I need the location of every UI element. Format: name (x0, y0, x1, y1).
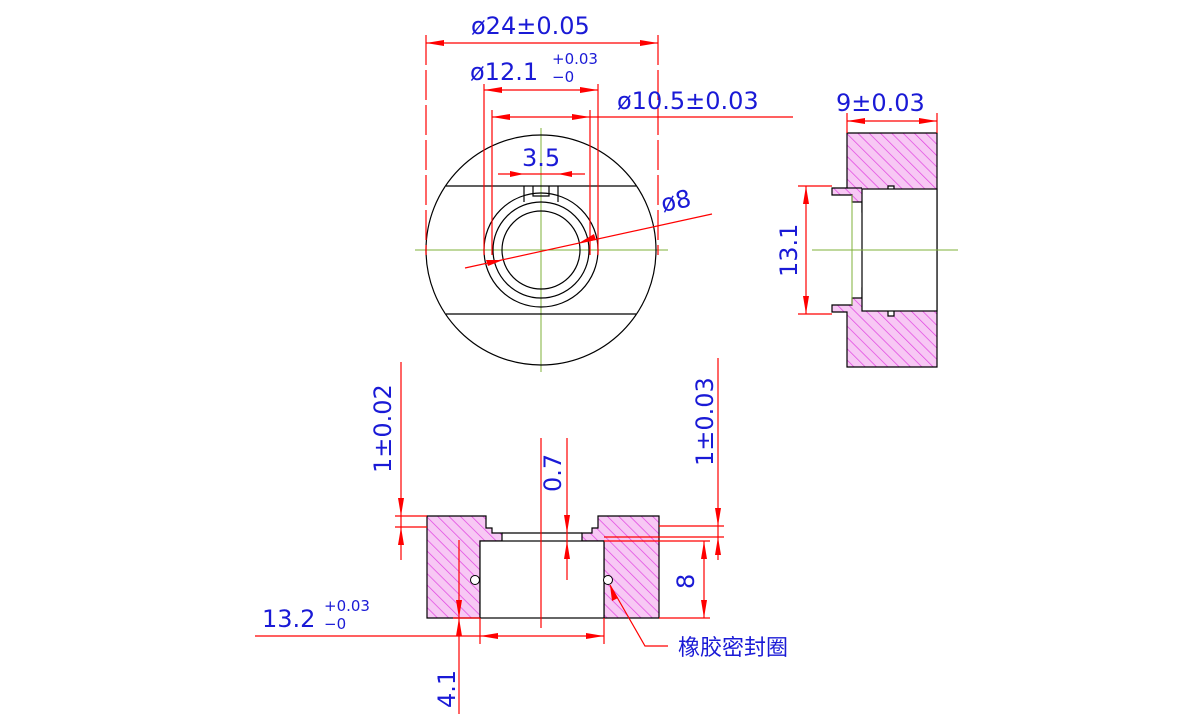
arrow-slot-width-right (558, 171, 572, 177)
dim-right-step: 1±0.03 (691, 377, 719, 466)
dim-slot-width: 3.5 (522, 144, 560, 172)
dim-height: 13.1 (775, 224, 803, 277)
label-rubber-seal: 橡胶密封圈 (678, 636, 788, 661)
arrow-bottom-dia-left (480, 633, 498, 639)
arrow-height-top (803, 186, 809, 204)
left-seal-ring-icon (470, 575, 480, 585)
dim-thickness: 9±0.03 (836, 89, 925, 117)
bore-circle-mid (492, 201, 590, 299)
dim-bottom-dia-upper: +0.03 (324, 597, 370, 615)
dim-small-dia: ø8 (658, 184, 693, 218)
dim-bore-dia-upper: +0.03 (552, 50, 598, 68)
arrow-small-dia-left (486, 260, 503, 266)
arrow-slot-width-left (510, 171, 524, 177)
arrow-right-step-top (715, 508, 721, 526)
dim-bottom-dia-base: 13.2 (262, 605, 315, 633)
dim-bore-dia-base: ø12.1 (470, 58, 538, 86)
arrow-groove-top (564, 515, 570, 533)
arrow-depth-bottom (701, 600, 707, 618)
dim-bottom-dia-lower: −0 (324, 615, 346, 633)
leader-rubber-seal (609, 584, 668, 647)
section-view: 1±0.02 1±0.03 0.7 8 13.2 +0.03 −0 (255, 358, 788, 714)
arrow-inner-dia-left (492, 114, 510, 120)
arrow-inner-dia-right (572, 114, 590, 120)
arrow-bottom-dia-right (586, 633, 604, 639)
arrow-left-step-top (398, 498, 404, 516)
arrow-small-dia-right (579, 234, 596, 243)
right-seal-ring-icon (603, 575, 613, 585)
section-bore (479, 540, 605, 619)
dim-bore-dia-lower: −0 (552, 68, 574, 86)
arrow-bore-dia-right (580, 87, 598, 93)
dim-inner-dia: ø10.5±0.03 (617, 87, 759, 115)
arrow-left-step-bottom (398, 527, 404, 545)
dim-depth: 8 (672, 574, 700, 589)
key-slot (523, 186, 559, 202)
arrow-height-bottom (803, 296, 809, 314)
dim-groove: 0.7 (539, 454, 567, 492)
arrow-outer-dia-left (426, 40, 444, 46)
top-view: ø24±0.05 ø12.1 +0.03 −0 ø10.5±0.03 3.5 ø… (415, 12, 793, 372)
dim-outer-dia: ø24±0.05 (471, 12, 590, 40)
arrow-right-step-bottom (715, 537, 721, 555)
arrow-thickness-left (847, 118, 865, 124)
arrow-outer-dia-right (640, 40, 658, 46)
arrow-thickness-right (919, 118, 937, 124)
arrow-depth-top (701, 541, 707, 559)
bore-circle-inner (501, 210, 581, 290)
arrow-groove-bottom (564, 541, 570, 559)
dim-wall: 4.1 (433, 670, 461, 708)
arrow-wall-bottom (456, 618, 462, 636)
arrow-bore-dia-left (484, 87, 502, 93)
side-view: 9±0.03 13.1 (775, 89, 958, 368)
dim-left-step: 1±0.02 (369, 384, 397, 473)
arrow-rubber-seal (610, 585, 618, 601)
arrow-wall-top (456, 600, 462, 618)
